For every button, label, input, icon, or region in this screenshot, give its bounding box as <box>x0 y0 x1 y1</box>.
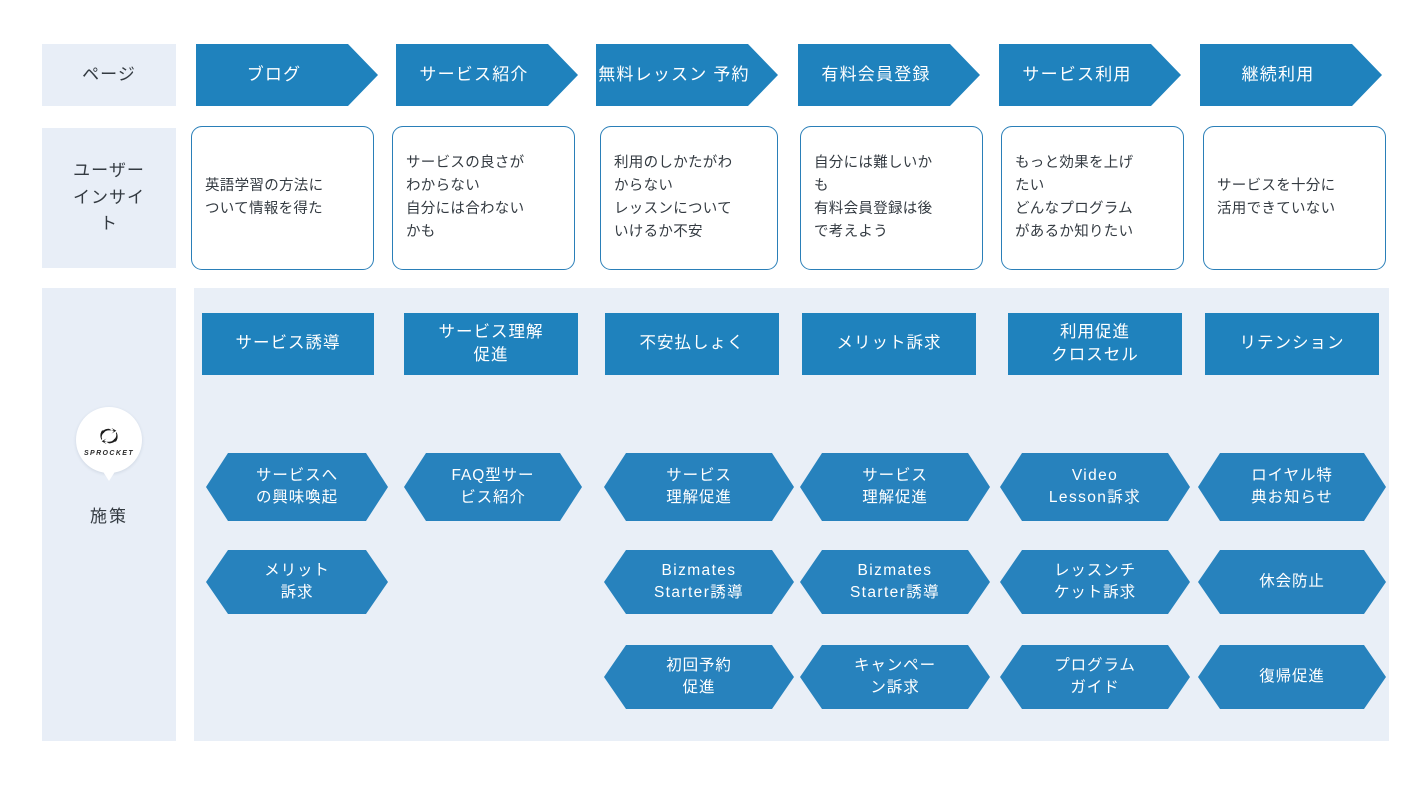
page-stage-3[interactable]: 無料レッスン 予約 <box>596 44 778 106</box>
tactic-stage-3-item-3[interactable]: 初回予約 促進 <box>604 645 794 709</box>
insight-card-1[interactable]: 英語学習の方法に ついて情報を得た <box>191 126 374 270</box>
row-label-user-insight: ユーザー インサイ ト <box>42 128 176 268</box>
tactic-stage-6-item-3[interactable]: 復帰促進 <box>1198 645 1386 709</box>
tactic-stage-3-item-1[interactable]: サービス 理解促進 <box>604 453 794 521</box>
insight-card-5[interactable]: もっと効果を上げ たい どんなプログラム があるか知りたい <box>1001 126 1184 270</box>
strategy-stage-5[interactable]: 利用促進 クロスセル <box>1008 313 1182 375</box>
tactic-stage-6-item-2[interactable]: 休会防止 <box>1198 550 1386 614</box>
strategy-stage-6[interactable]: リテンション <box>1205 313 1379 375</box>
tactic-stage-6-item-1[interactable]: ロイヤル特 典お知らせ <box>1198 453 1386 521</box>
strategy-stage-2[interactable]: サービス理解 促進 <box>404 313 578 375</box>
sprocket-logo: SPROCKET <box>76 407 142 473</box>
tactics-panel <box>194 288 1389 741</box>
insight-card-6[interactable]: サービスを十分に 活用できていない <box>1203 126 1386 270</box>
tactic-stage-5-item-2[interactable]: レッスンチ ケット訴求 <box>1000 550 1190 614</box>
insight-card-4[interactable]: 自分には難しいか も 有料会員登録は後 で考えよう <box>800 126 983 270</box>
tactic-stage-2-item-1[interactable]: FAQ型サー ビス紹介 <box>404 453 582 521</box>
sprocket-logo-icon <box>100 427 118 445</box>
row-label-tactics: 施策 <box>90 507 128 526</box>
tactic-stage-4-item-3[interactable]: キャンペー ン訴求 <box>800 645 990 709</box>
tactic-stage-5-item-3[interactable]: プログラム ガイド <box>1000 645 1190 709</box>
page-stage-4[interactable]: 有料会員登録 <box>798 44 980 106</box>
strategy-stage-4[interactable]: メリット訴求 <box>802 313 976 375</box>
strategy-stage-1[interactable]: サービス誘導 <box>202 313 374 375</box>
strategy-stage-3[interactable]: 不安払しょく <box>605 313 779 375</box>
insight-card-3[interactable]: 利用のしかたがわ からない レッスンについて いけるか不安 <box>600 126 778 270</box>
tactic-stage-4-item-2[interactable]: Bizmates Starter誘導 <box>800 550 990 614</box>
page-stage-5[interactable]: サービス利用 <box>999 44 1181 106</box>
page-stage-1[interactable]: ブログ <box>196 44 378 106</box>
tactic-stage-4-item-1[interactable]: サービス 理解促進 <box>800 453 990 521</box>
insight-card-2[interactable]: サービスの良さが わからない 自分には合わない かも <box>392 126 575 270</box>
page-stage-6[interactable]: 継続利用 <box>1200 44 1382 106</box>
row-label-tactics-bg <box>42 288 176 741</box>
sprocket-wordmark: SPROCKET <box>83 450 135 457</box>
tactic-stage-5-item-1[interactable]: Video Lesson訴求 <box>1000 453 1190 521</box>
tactic-stage-1-item-2[interactable]: メリット 訴求 <box>206 550 388 614</box>
tactic-stage-3-item-2[interactable]: Bizmates Starter誘導 <box>604 550 794 614</box>
page-stage-2[interactable]: サービス紹介 <box>396 44 578 106</box>
tactic-stage-1-item-1[interactable]: サービスへ の興味喚起 <box>206 453 388 521</box>
row-label-page: ページ <box>42 44 176 106</box>
